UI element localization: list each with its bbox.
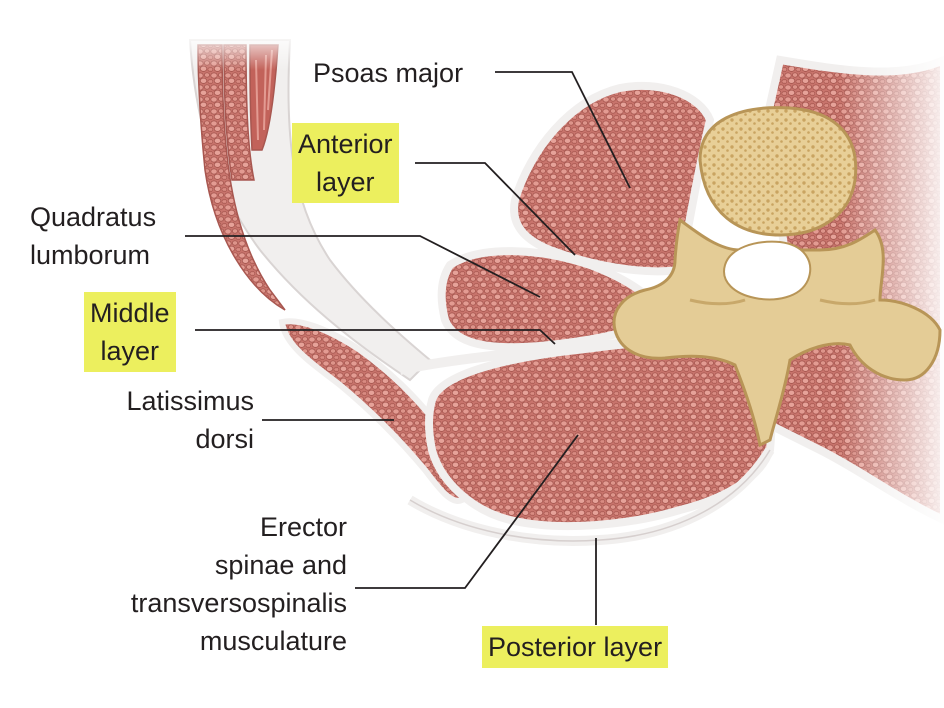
leader-psoas-major [495, 71, 631, 189]
label-latissimus-dorsi: Latissimus dorsi [90, 382, 254, 458]
leader-middle-layer [195, 329, 556, 345]
label-quadratus-line1: Quadratus [30, 202, 157, 232]
label-middle-layer-line1: Middle [90, 298, 170, 328]
label-erector-line3: transversospinalis [130, 588, 347, 618]
label-middle-layer: Middle layer [84, 292, 176, 372]
leader-lines [185, 71, 631, 625]
label-psoas-major: Psoas major [313, 58, 464, 88]
internal-oblique [223, 44, 255, 181]
label-anterior-layer-line2: layer [316, 167, 375, 197]
label-latissimus-line2: dorsi [195, 424, 254, 454]
label-erector-spinae: Erector spinae and transversospinalis mu… [100, 508, 347, 660]
label-quadratus-line2: lumborum [30, 240, 151, 270]
label-middle-layer-line2: layer [100, 336, 160, 366]
fade-overlay-top [180, 30, 300, 70]
leader-erector-spinae [355, 434, 579, 589]
psoas-major-shape [510, 81, 715, 276]
label-erector-line1: Erector [259, 512, 347, 542]
label-erector-line2: spinae and [214, 550, 347, 580]
leader-anterior-layer [415, 162, 576, 256]
external-oblique [197, 44, 286, 311]
label-posterior-layer: Posterior layer [482, 626, 669, 668]
label-erector-line4: musculature [199, 626, 347, 656]
leader-quadratus-lumborum [185, 235, 541, 298]
label-anterior-layer: Anterior layer [292, 123, 399, 203]
label-latissimus-line1: Latissimus [126, 386, 254, 416]
vertebra [612, 106, 942, 448]
label-anterior-layer-line1: Anterior [298, 129, 393, 159]
label-quadratus-lumborum: Quadratus lumborum [30, 198, 156, 274]
